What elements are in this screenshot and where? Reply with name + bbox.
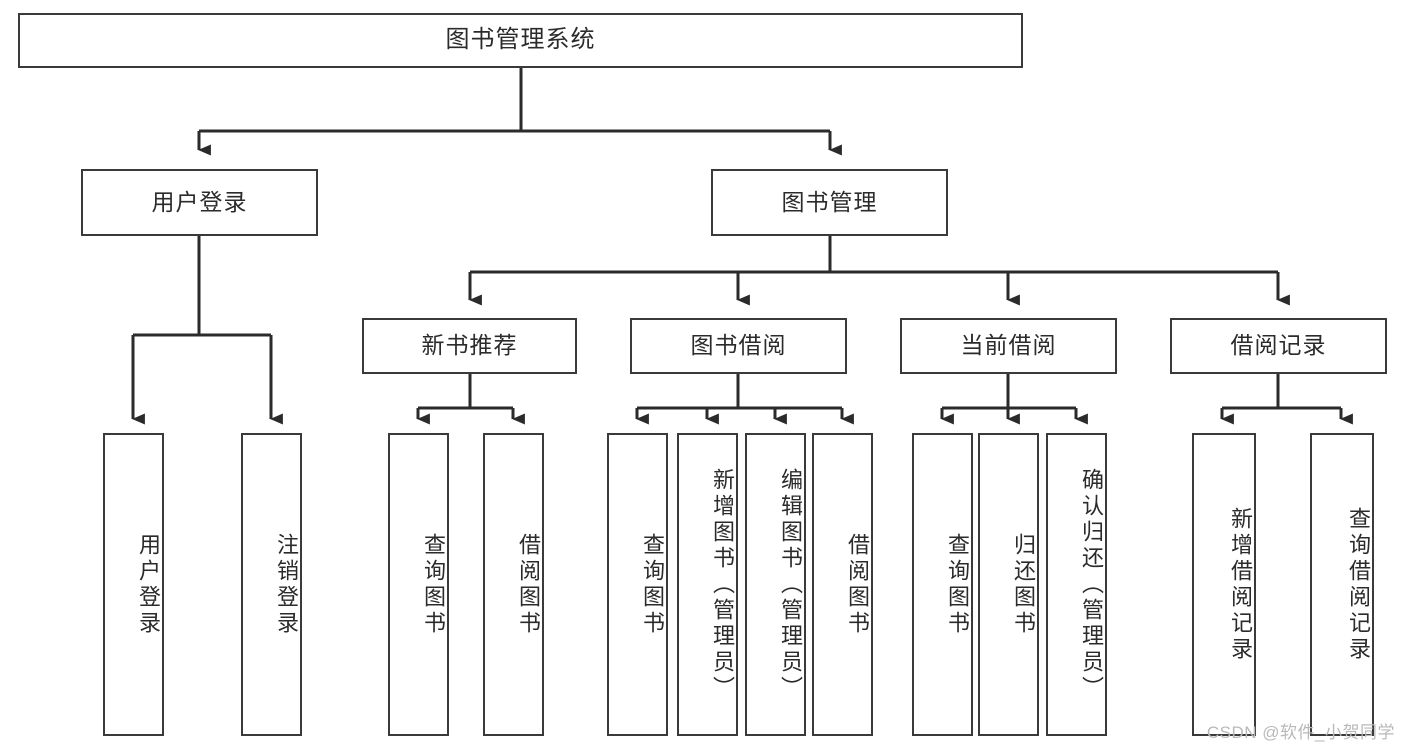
node-leaf-borrow-book-rec[interactable]: 借阅图书: [483, 433, 544, 736]
node-user-login[interactable]: 用户登录: [81, 169, 318, 236]
node-root-system[interactable]: 图书管理系统: [18, 13, 1023, 68]
node-leaf-query-book-borrow[interactable]: 查询图书: [607, 433, 668, 736]
leaf-label: 借阅图书: [516, 532, 541, 637]
node-leaf-edit-book-admin[interactable]: 编辑图书（管理员）: [745, 433, 806, 736]
leaf-label: 注销登录: [274, 532, 299, 637]
leaf-label: 查询借阅记录: [1346, 506, 1371, 663]
node-leaf-query-borrow-record[interactable]: 查询借阅记录: [1310, 433, 1374, 736]
node-leaf-logout[interactable]: 注销登录: [241, 433, 302, 736]
node-book-manage[interactable]: 图书管理: [711, 169, 948, 236]
node-borrow-record[interactable]: 借阅记录: [1170, 318, 1387, 374]
leaf-label: 新增图书（管理员）: [710, 467, 735, 702]
leaf-label: 编辑图书（管理员）: [778, 467, 803, 702]
leaf-label: 查询图书: [945, 532, 970, 637]
leaf-label: 新增借阅记录: [1228, 506, 1253, 663]
leaf-label: 用户登录: [136, 532, 161, 637]
node-leaf-return-book[interactable]: 归还图书: [978, 433, 1039, 736]
node-book-borrow[interactable]: 图书借阅: [630, 318, 847, 374]
leaf-label: 查询图书: [421, 532, 446, 637]
node-current-borrow[interactable]: 当前借阅: [900, 318, 1117, 374]
leaf-label: 归还图书: [1011, 532, 1036, 637]
leaf-label: 确认归还（管理员）: [1079, 467, 1104, 702]
watermark-text: CSDN @软件_小贺同学: [1206, 723, 1395, 742]
leaf-label: 借阅图书: [845, 532, 870, 637]
node-new-book-recommend[interactable]: 新书推荐: [362, 318, 577, 374]
node-leaf-user-login[interactable]: 用户登录: [103, 433, 164, 736]
node-leaf-confirm-return-admin[interactable]: 确认归还（管理员）: [1046, 433, 1107, 736]
node-leaf-query-book-rec[interactable]: 查询图书: [388, 433, 449, 736]
node-leaf-query-book-current[interactable]: 查询图书: [912, 433, 973, 736]
node-leaf-borrow-book[interactable]: 借阅图书: [812, 433, 873, 736]
node-leaf-add-book-admin[interactable]: 新增图书（管理员）: [677, 433, 738, 736]
node-leaf-add-borrow-record[interactable]: 新增借阅记录: [1192, 433, 1256, 736]
leaf-label: 查询图书: [640, 532, 665, 637]
